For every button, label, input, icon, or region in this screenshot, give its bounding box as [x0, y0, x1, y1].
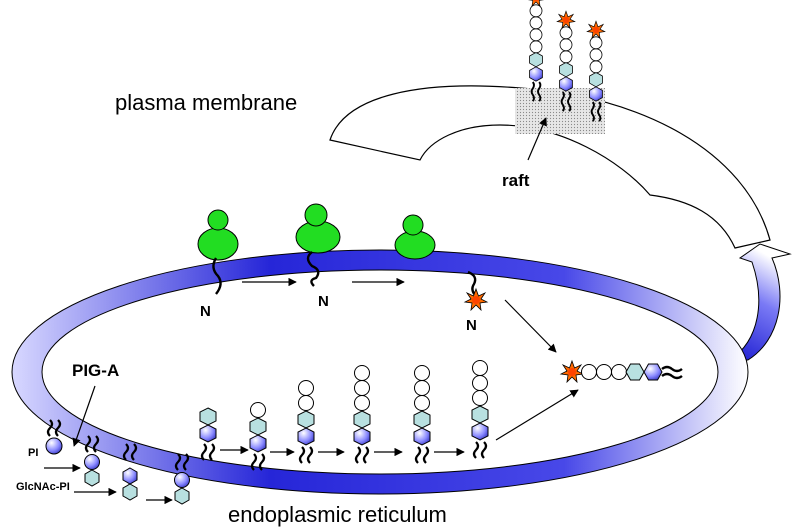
- n-terminus-label-1: N: [200, 303, 211, 320]
- pi-label: PI: [28, 447, 38, 459]
- glcn-pi-intermediate: [122, 443, 138, 501]
- endoplasmic-reticulum-label: endoplasmic reticulum: [228, 502, 447, 527]
- transport-arrow: [728, 243, 792, 361]
- raft-arrow: [527, 117, 547, 161]
- pi-intermediate: [45, 419, 63, 455]
- raft-label: raft: [502, 171, 530, 190]
- gpi-intermediate-2: [249, 402, 267, 471]
- gpi-intermediate-1: [199, 407, 217, 461]
- protein-2: [295, 203, 341, 287]
- plasma-membrane-shape: [329, 85, 771, 249]
- pig-a-arrow: [72, 385, 96, 447]
- protein-1: [197, 209, 239, 295]
- plasma-membrane-label: plasma membrane: [115, 90, 297, 115]
- glcnac-pi-label: GlcNAc-PI: [16, 481, 70, 493]
- gpi-intermediate-4: [353, 365, 371, 464]
- protein-3: [394, 214, 436, 260]
- raft-gpi-anchor-1: [526, 0, 546, 103]
- mature-gpi-anchored-protein: [560, 360, 683, 383]
- glcnac-pi-intermediate: [84, 435, 100, 487]
- er-membrane: [11, 249, 749, 495]
- transfer-arrow-protein: [504, 299, 557, 353]
- acylated-intermediate: [174, 453, 190, 505]
- pig-a-label: PIG-A: [72, 361, 119, 380]
- n-terminus-label-2: N: [318, 293, 329, 310]
- gpi-attached-protein-segment: [464, 270, 488, 311]
- gpi-intermediate-5: [413, 365, 431, 464]
- n-terminus-label-3: N: [466, 317, 477, 334]
- gpi-intermediate-3: [297, 380, 315, 464]
- transfer-arrow-gpi: [495, 389, 579, 441]
- gpi-intermediate-6: [471, 360, 489, 459]
